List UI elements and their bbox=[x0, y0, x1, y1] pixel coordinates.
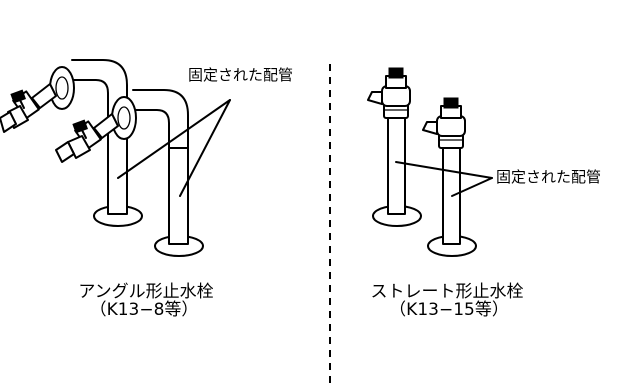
left-callout-label: 固定された配管 bbox=[188, 66, 294, 84]
right-caption-model: （K13−15等） bbox=[389, 300, 509, 320]
straight-valve-assembly-back bbox=[367, 67, 422, 227]
left-caption-type: アングル形止水栓 bbox=[78, 282, 214, 302]
left-callout-leaders bbox=[117, 99, 231, 197]
right-callout-label: 固定された配管 bbox=[496, 168, 602, 186]
right-caption-type: ストレート形止水栓 bbox=[370, 282, 524, 302]
angle-valve-assembly-back bbox=[0, 59, 143, 227]
straight-valve-assembly-front bbox=[422, 97, 477, 257]
right-callout-leaders bbox=[395, 161, 493, 197]
angle-valve-assembly-front bbox=[55, 89, 204, 257]
left-caption-model: （K13−8等） bbox=[89, 300, 199, 320]
